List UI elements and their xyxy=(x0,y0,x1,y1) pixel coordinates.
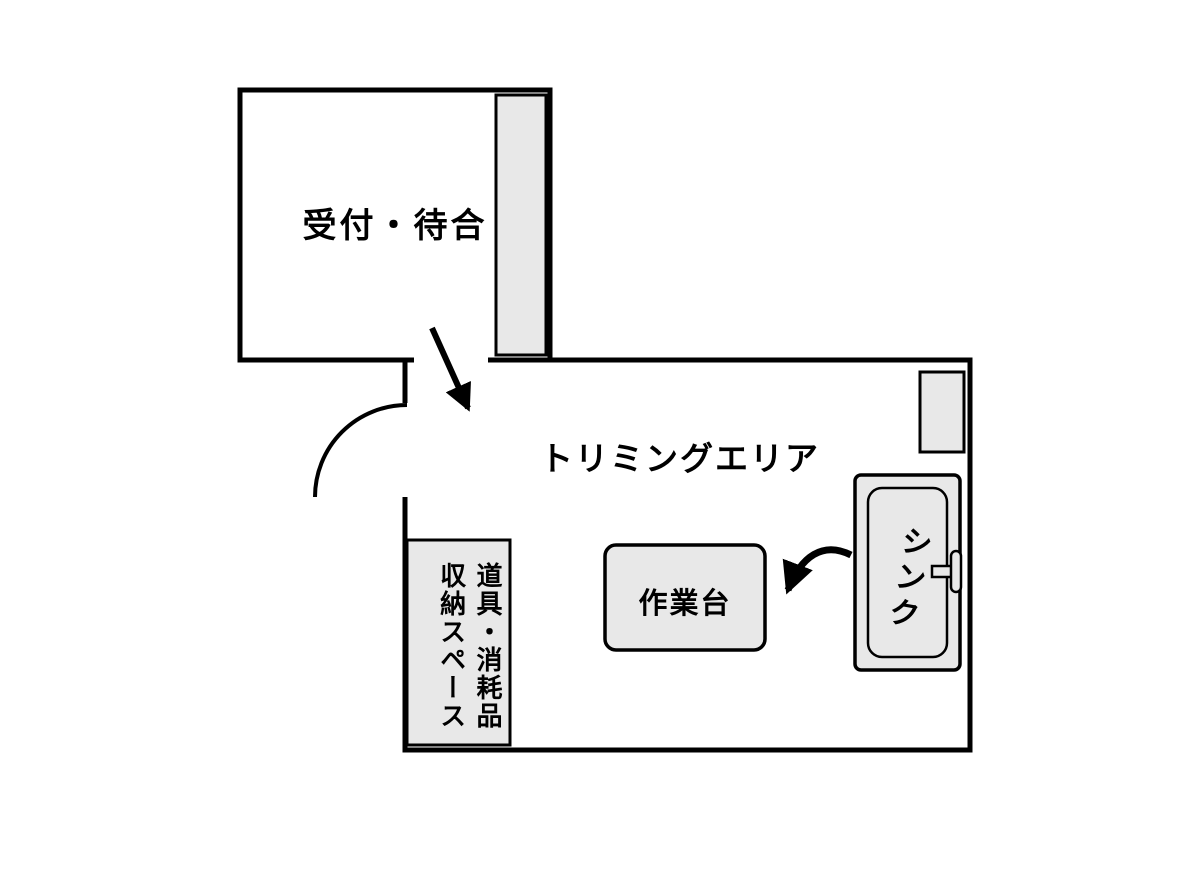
sink-faucet-handle xyxy=(949,549,963,594)
work-table xyxy=(603,543,767,652)
door-wall-opening xyxy=(396,403,414,497)
entry-wall-opening xyxy=(414,352,488,368)
trimming-area-label: トリミングエリア xyxy=(540,440,820,477)
reception-counter xyxy=(494,93,548,357)
storage-cabinet-label: 道具・消耗品 収納スペース xyxy=(410,550,506,742)
door-swing-arc xyxy=(313,403,408,498)
storage-label-line-2: 収納スペース xyxy=(436,562,467,730)
storage-cabinet xyxy=(405,538,512,747)
upper-right-shelf xyxy=(918,370,966,454)
storage-label-line-1: 道具・消耗品 xyxy=(473,562,503,730)
reception-room-label: 受付・待合 xyxy=(302,207,488,245)
entry-arrow xyxy=(429,326,471,412)
work-table-label: 作業台 xyxy=(638,588,732,620)
sink-to-table-arrow xyxy=(782,546,853,595)
